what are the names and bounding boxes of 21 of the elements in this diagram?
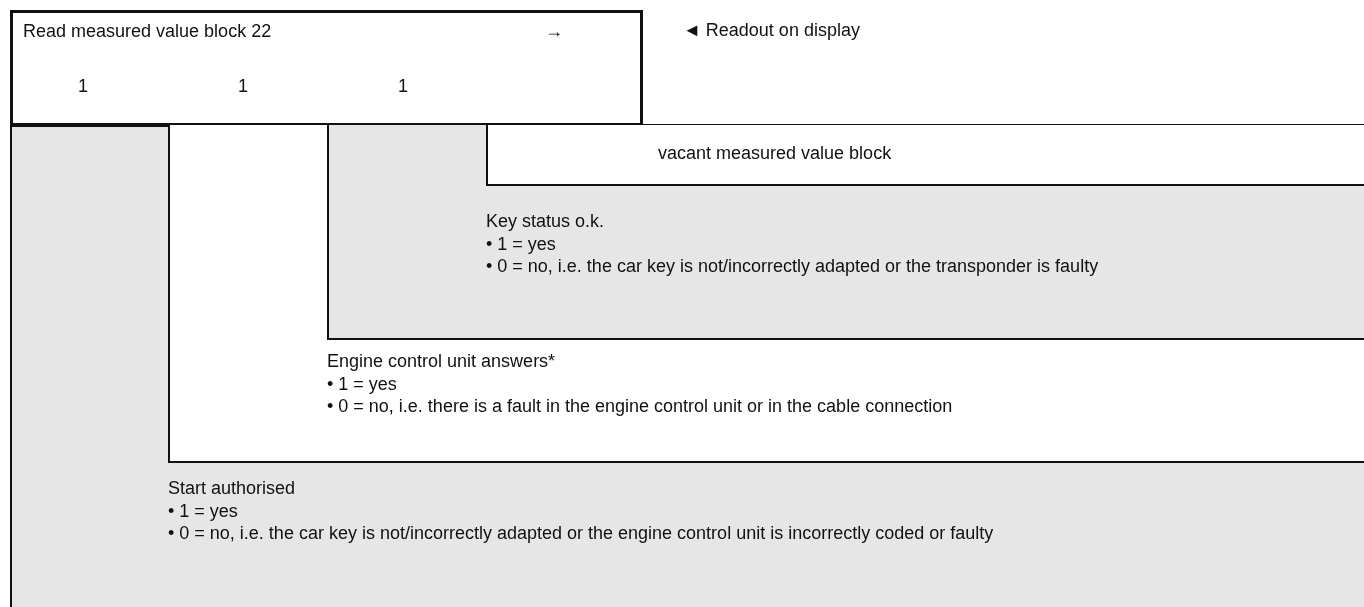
panel-heading: Key status o.k.: [486, 211, 605, 232]
bracket-panel: [486, 125, 1364, 186]
column-number: 1: [78, 76, 88, 97]
annotation-text: ◄ Readout on display: [683, 20, 860, 41]
header-box: [10, 10, 643, 126]
panel-heading: Start authorised: [168, 478, 296, 499]
column-number: 1: [398, 76, 408, 97]
bracket-panel: [10, 124, 1364, 607]
list-item: • 1 = yes: [168, 500, 239, 522]
block-title: Read measured value block 22: [23, 21, 272, 42]
bracket-panel: [327, 125, 1364, 340]
list-item: • 0 = no, i.e. there is a fault in the engine control unit or in the cable connection: [327, 395, 954, 417]
arrow-symbol: →: [545, 21, 563, 42]
list-item: • 1 = yes: [327, 373, 398, 395]
panel-heading: Engine control unit answers*: [327, 351, 556, 372]
bracket-panel: [168, 125, 1364, 463]
list-item: • 1 = yes: [486, 233, 557, 255]
list-item: • 0 = no, i.e. the car key is not/incorrectly adapted or the engine control unit is incorrectly coded or faulty: [168, 522, 995, 544]
list-item: • 0 = no, i.e. the car key is not/incorrectly adapted or the transponder is faulty: [486, 255, 1100, 277]
panel-text: vacant measured value block: [658, 143, 892, 164]
column-number: 1: [238, 76, 248, 97]
